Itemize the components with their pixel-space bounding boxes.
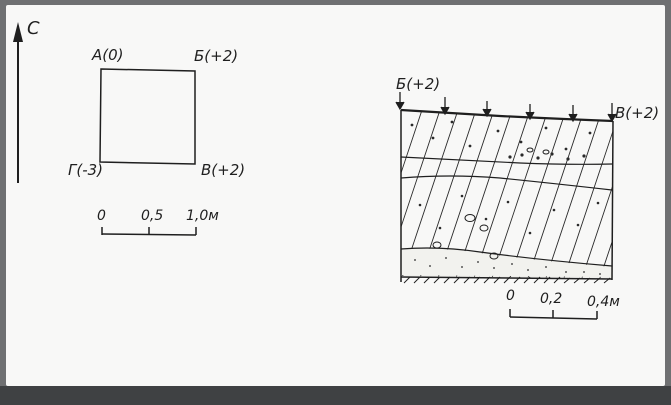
- plan-square: [99, 68, 196, 165]
- plan-corner-d-label: Г(-3): [68, 161, 103, 179]
- plan-scale-bar: [101, 227, 197, 236]
- section-scale-tick-2: 0,4м: [587, 294, 620, 310]
- section-scale-tick-1: 0,2: [540, 291, 562, 307]
- section-left-label: Б(+2): [396, 75, 440, 93]
- section-scale-tick-0: 0: [506, 288, 515, 304]
- plan-scale-tick-2: 1,0м: [186, 208, 219, 224]
- plan-scale-tick-1: 0,5: [141, 208, 163, 224]
- section-scale-bar: [509, 309, 598, 320]
- surface-arrows: [395, 92, 617, 123]
- plan-corner-b-label: Б(+2): [194, 47, 238, 65]
- section-right-label: В(+2): [615, 104, 659, 122]
- north-label: С: [27, 18, 40, 39]
- north-arrow-icon: [13, 22, 23, 183]
- plan-corner-a-label: А(0): [91, 46, 124, 64]
- plan-scale-tick-0: 0: [97, 208, 106, 224]
- soil-section: [400, 108, 614, 284]
- photo-strip: [0, 386, 671, 405]
- plan-corner-c-label: В(+2): [201, 161, 245, 179]
